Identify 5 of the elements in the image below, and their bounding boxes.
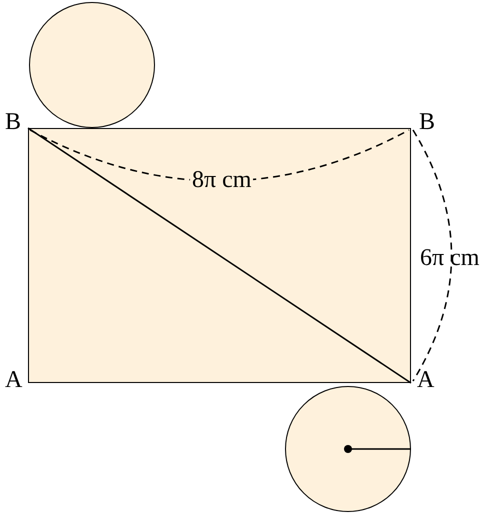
point-label: B (418, 110, 436, 134)
point-label: B (4, 110, 22, 134)
point-label: A (4, 368, 24, 392)
point-label: 6π cm (419, 246, 480, 270)
point-label: A (416, 368, 436, 392)
